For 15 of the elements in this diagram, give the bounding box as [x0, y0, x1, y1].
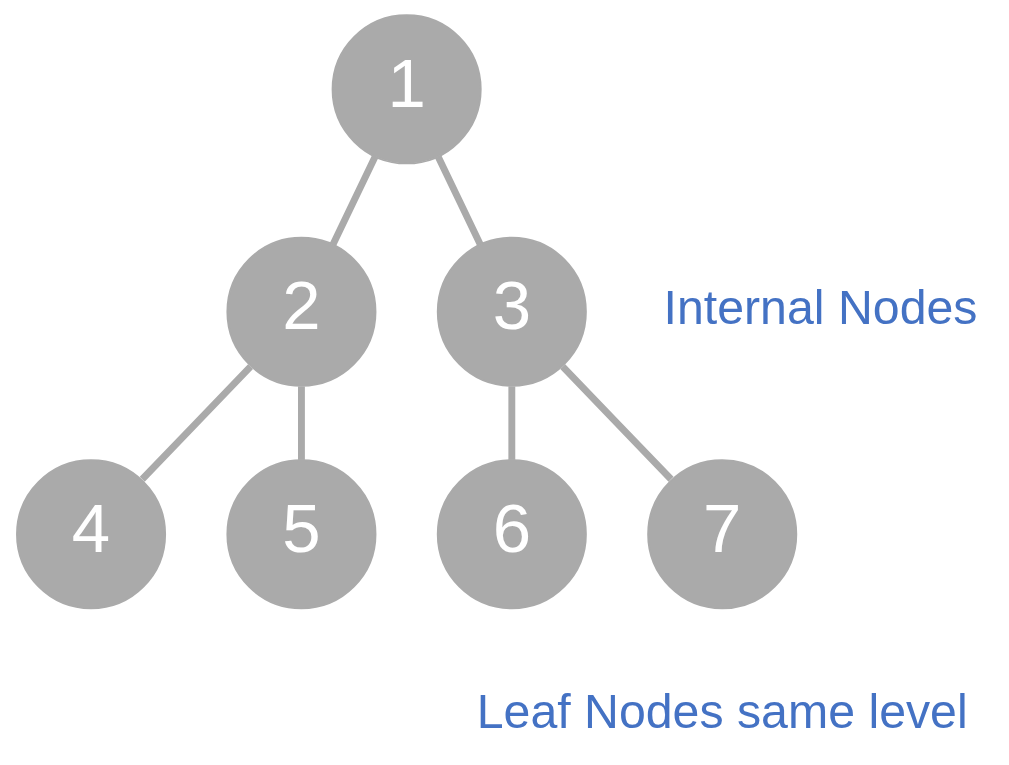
node-circle: 1 [331, 14, 482, 165]
node-circle: 6 [436, 459, 587, 610]
node-circle: 3 [436, 236, 587, 387]
connector [508, 386, 516, 460]
connector [329, 155, 379, 246]
connector [139, 364, 253, 482]
connector [435, 155, 484, 246]
connector [298, 386, 305, 460]
node-circle: 4 [16, 459, 167, 610]
node-circle: 5 [226, 459, 377, 610]
connector [560, 364, 674, 482]
node-circle: 7 [647, 459, 798, 610]
label: Leaf Nodes same level [476, 684, 968, 739]
label: Internal Nodes [663, 279, 978, 334]
node-circle: 2 [226, 236, 377, 387]
